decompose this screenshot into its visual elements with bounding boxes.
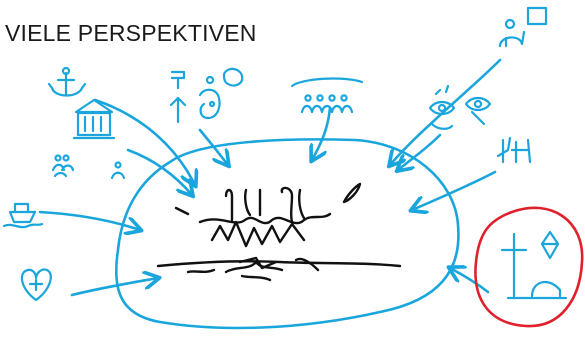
museum-building-icon	[72, 98, 116, 140]
arrow-from-crowd	[312, 106, 332, 160]
arrow-from-museum	[126, 148, 192, 195]
arrow-from-grave	[450, 268, 490, 294]
arrow-from-board-person	[390, 58, 502, 165]
arrow-from-heart	[70, 278, 158, 297]
grave-with-gem-icon	[474, 206, 584, 328]
chairs-icon	[496, 136, 532, 164]
page-title: VIELE PERSPEKTIVEN	[5, 20, 257, 46]
boat-icon	[2, 202, 44, 229]
arrow-from-chairs	[412, 170, 497, 210]
eyes-icon	[428, 84, 492, 130]
arrow-from-eyes	[398, 133, 442, 170]
heart-icon	[20, 268, 52, 302]
arrow-from-boat	[38, 210, 140, 230]
highlight-circle	[474, 206, 584, 328]
person-with-board-icon	[498, 6, 548, 48]
person-with-flag-icon	[169, 67, 244, 124]
people-group-icon	[51, 154, 126, 180]
central-scene	[156, 182, 402, 282]
anchor-icon	[47, 66, 87, 97]
arrow-from-person-flag	[198, 128, 228, 165]
audience-crowd-icon	[290, 77, 364, 114]
central-area-outline	[114, 138, 460, 330]
arrow-from-anchor	[93, 98, 195, 185]
